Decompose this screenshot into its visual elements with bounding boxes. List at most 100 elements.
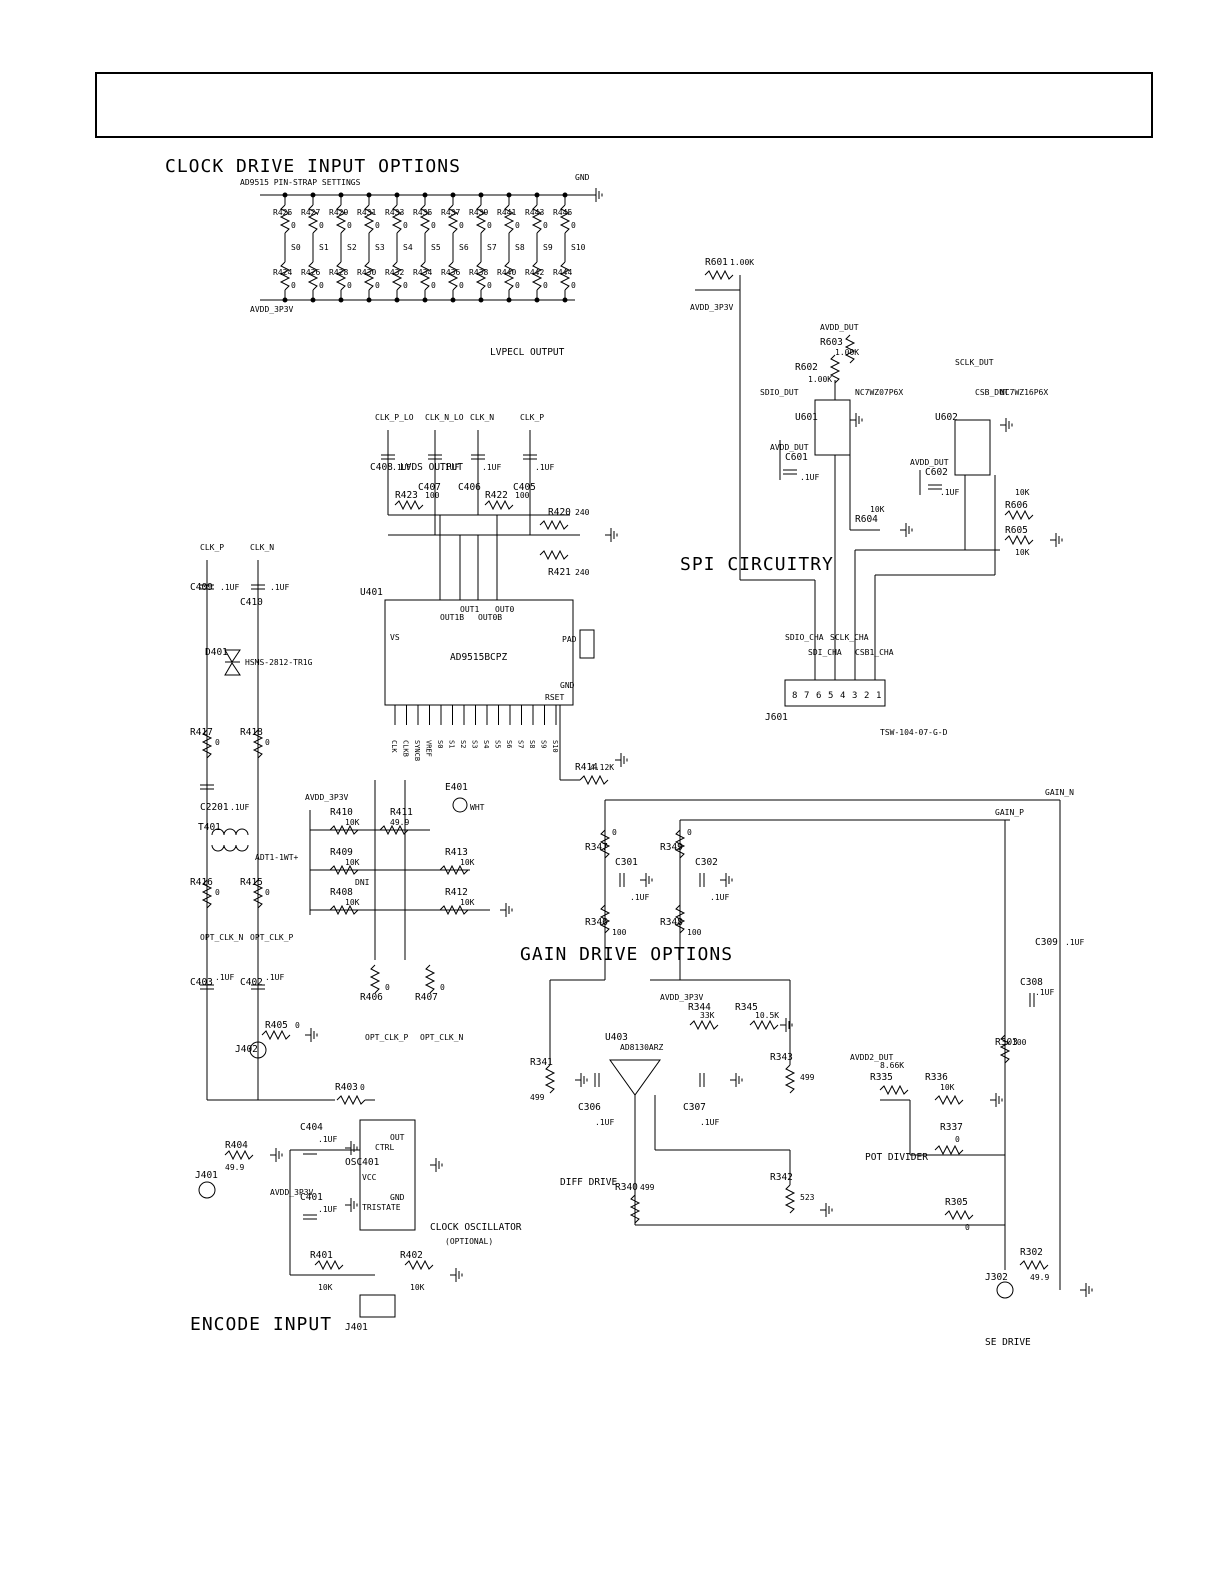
c404-refdes: C404 [300, 1122, 323, 1133]
osc401-refdes: OSC401 [345, 1157, 380, 1168]
pinstrap-resistor-bottom [559, 261, 571, 291]
pinstrap-resistor-top [363, 204, 375, 234]
u401-pin-name: S6 [505, 740, 513, 748]
c602-refdes: C602 [925, 467, 948, 478]
r335-refdes: R335 [870, 1072, 893, 1083]
r302-refdes: R302 [1020, 1247, 1043, 1258]
pinstrap-junction [534, 192, 540, 198]
section-title-spi: SPI CIRCUITRY [680, 554, 834, 575]
r336-value: 10K [940, 1083, 955, 1092]
output-network: C408 .1UF C407 .1UF C406 .1UF C405 .1UF … [370, 413, 618, 600]
c403-refdes: C403 [190, 977, 213, 988]
r409-refdes: R409 [330, 847, 353, 858]
pinstrap-top-value: 0 [319, 221, 324, 230]
r421-refdes: R421 [548, 567, 571, 578]
net-opt-clk-n: OPT_CLK_N [200, 933, 244, 942]
u401-gnd-label: GND [560, 681, 575, 690]
section-title-lvpecl: LVPECL OUTPUT [490, 347, 565, 358]
r348-value: 100 [687, 928, 702, 937]
c2201-refdes: C2201 [200, 802, 229, 813]
pinstrap-net-label: S2 [347, 243, 357, 252]
section-title-pot-divider: POT DIVIDER [865, 1152, 928, 1163]
pinstrap-avdd-net: AVDD_3P3V [250, 305, 294, 314]
c409-value: .1UF [220, 583, 239, 592]
bias-avdd-net: AVDD_3P3V [305, 793, 349, 802]
r346-value: 100 [612, 928, 627, 937]
net-clk-p-out: CLK_P [520, 413, 544, 422]
pinstrap-bottom-value: 0 [487, 281, 492, 290]
pinstrap-bottom-value: 0 [291, 281, 296, 290]
j601-pin-number: 8 [792, 691, 797, 701]
pinstrap-junction [506, 192, 512, 198]
c306-value: .1UF [595, 1118, 614, 1127]
r345-refdes: R345 [735, 1002, 758, 1013]
r411-refdes: R411 [390, 807, 413, 818]
r418-refdes: R418 [240, 727, 263, 738]
r349-value: 0 [687, 828, 692, 837]
c408-refdes: C408 [370, 462, 393, 473]
section-title-clock-drive: CLOCK DRIVE INPUT OPTIONS [165, 156, 461, 177]
pinstrap-junction [450, 297, 456, 303]
u401-pin-name: S10 [551, 740, 559, 753]
section-title-diff-drive: DIFF DRIVE [560, 1177, 617, 1188]
clock-drive-network: C409 .1UF C410 .1UF R417 0 R418 0 C2201 … [190, 543, 375, 1199]
c402-value: .1UF [265, 973, 284, 982]
r408-value: 10K [345, 898, 360, 907]
osc401-out-pin: OUT [390, 1133, 405, 1142]
osc-avdd-net: AVDD_3P3V [270, 1188, 314, 1197]
r305-refdes: R305 [945, 1197, 968, 1208]
net-opt-clk-p: OPT_CLK_P [250, 933, 294, 942]
pinstrap-net-label: S7 [487, 243, 497, 252]
pinstrap-bottom-refdes: R428 [329, 268, 348, 277]
pinstrap-bottom-refdes: R444 [553, 268, 572, 277]
r408-refdes: R408 [330, 887, 353, 898]
pinstrap-resistor-bottom [475, 261, 487, 291]
r413-refdes: R413 [445, 847, 468, 858]
net-sclk-cha: SCLK_CHA [830, 633, 869, 642]
c406-value: .1UF [482, 463, 501, 472]
pinstrap-net-label: S0 [291, 243, 301, 252]
e401-note: WHT [470, 803, 485, 812]
r409-value: 10K [345, 858, 360, 867]
net-clk-p-lo: CLK_P_LO [375, 413, 414, 422]
u401-out0b-label: OUT0B [478, 613, 502, 622]
pinstrap-resistor-top [531, 204, 543, 234]
pinstrap-resistor-top [391, 204, 403, 234]
pinstrap-net-label: S10 [571, 243, 586, 252]
pinstrap-junction [562, 297, 568, 303]
pinstrap-bottom-refdes: R424 [273, 268, 292, 277]
r417-value: 0 [215, 738, 220, 747]
r343-refdes: R343 [770, 1052, 793, 1063]
r412-value: 10K [460, 898, 475, 907]
section-title-gain: GAIN DRIVE OPTIONS [520, 944, 733, 965]
r347-refdes: R347 [585, 842, 608, 853]
r340-value: 499 [640, 1183, 655, 1192]
pinstrap-resistor-top [447, 204, 459, 234]
pinstrap-resistor-bottom [447, 261, 459, 291]
pinstrap-top-value: 0 [291, 221, 296, 230]
j601-pin-number: 2 [864, 691, 869, 701]
r303-value: 100 [1012, 1038, 1027, 1047]
c309-refdes: C309 [1035, 937, 1058, 948]
r402-refdes: R402 [400, 1250, 423, 1261]
r414-refdes: R414 [575, 762, 598, 773]
r422-value: 100 [515, 491, 530, 500]
net-clk-p-in: CLK_P [200, 543, 224, 552]
pinstrap-junction [478, 297, 484, 303]
c410-refdes: C410 [240, 597, 263, 608]
r337-value: 0 [955, 1135, 960, 1144]
u403-part-number: AD8130ARZ [620, 1043, 664, 1052]
u401-chip: U401 AD9515BCPZ PAD VS OUT1B OUT1 OUT0B … [360, 587, 595, 706]
r344-value: 33K [700, 1011, 715, 1020]
r341-refdes: R341 [530, 1057, 553, 1068]
pinstrap-top-refdes: R435 [413, 208, 432, 217]
r403-refdes: R403 [335, 1082, 358, 1093]
c601-value: .1UF [800, 473, 819, 482]
j601-pin-number: 5 [828, 691, 833, 701]
net-gain-p: GAIN_P [995, 808, 1024, 817]
r421-value: 240 [575, 568, 590, 577]
osc401-vcc-pin: VCC [362, 1173, 377, 1182]
pinstrap-top-refdes: R433 [385, 208, 404, 217]
r407-refdes: R407 [415, 992, 438, 1003]
